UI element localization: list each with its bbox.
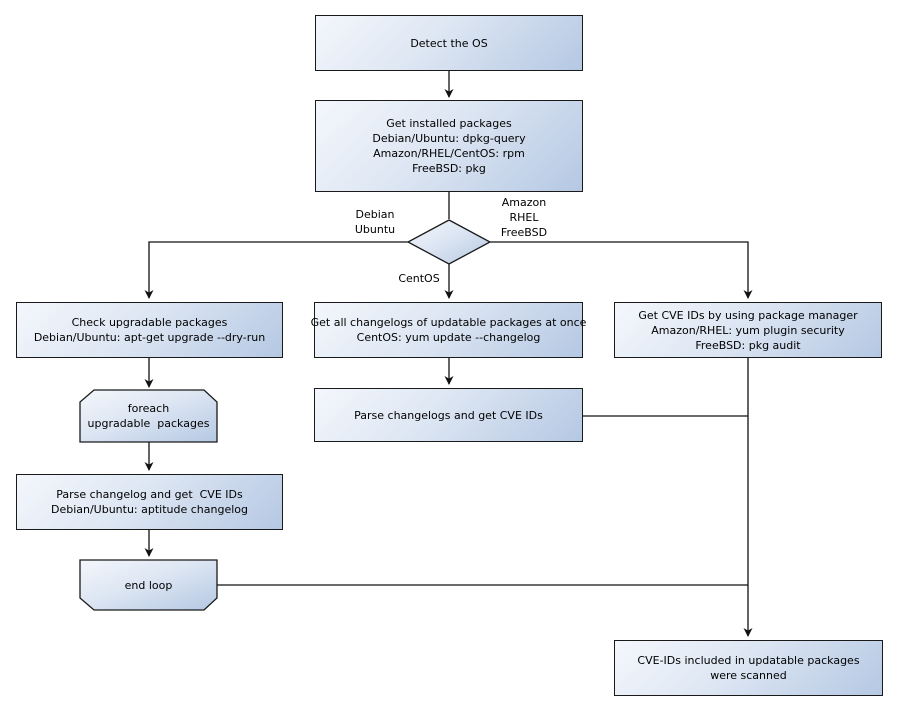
node-get-all-changelogs: Get all changelogs of updatable packages…: [311, 302, 586, 358]
edge-label-amazon-rhel-freebsd: Amazon RHEL FreeBSD: [500, 196, 548, 239]
node-cve-scanned: CVE-IDs included in updatable packages w…: [614, 640, 883, 696]
node-parse-changelogs: Parse changelogs and get CVE IDs: [314, 388, 583, 442]
node-check-upgradable-packages: Check upgradable packages Debian/Ubuntu:…: [16, 302, 283, 358]
node-get-cve-by-pkg-manager: Get CVE IDs by using package manager Ama…: [614, 302, 882, 358]
edge-label-debian-ubuntu: Debian Ubuntu: [354, 208, 396, 236]
foreach-loop-shape: [79, 389, 218, 443]
node-parse-changelog-debian: Parse changelog and get CVE IDs Debian/U…: [16, 474, 283, 530]
node-get-installed-packages: Get installed packages Debian/Ubuntu: dp…: [315, 100, 583, 192]
edge-decision-to-check: [144, 241, 408, 299]
decision-os-diamond: [406, 219, 492, 265]
edge-label-centos: CentOS: [398, 272, 440, 285]
node-detect-os: Detect the OS: [315, 15, 583, 71]
end-loop-shape: [79, 559, 218, 611]
edge-decision-to-getcve: [490, 241, 753, 299]
